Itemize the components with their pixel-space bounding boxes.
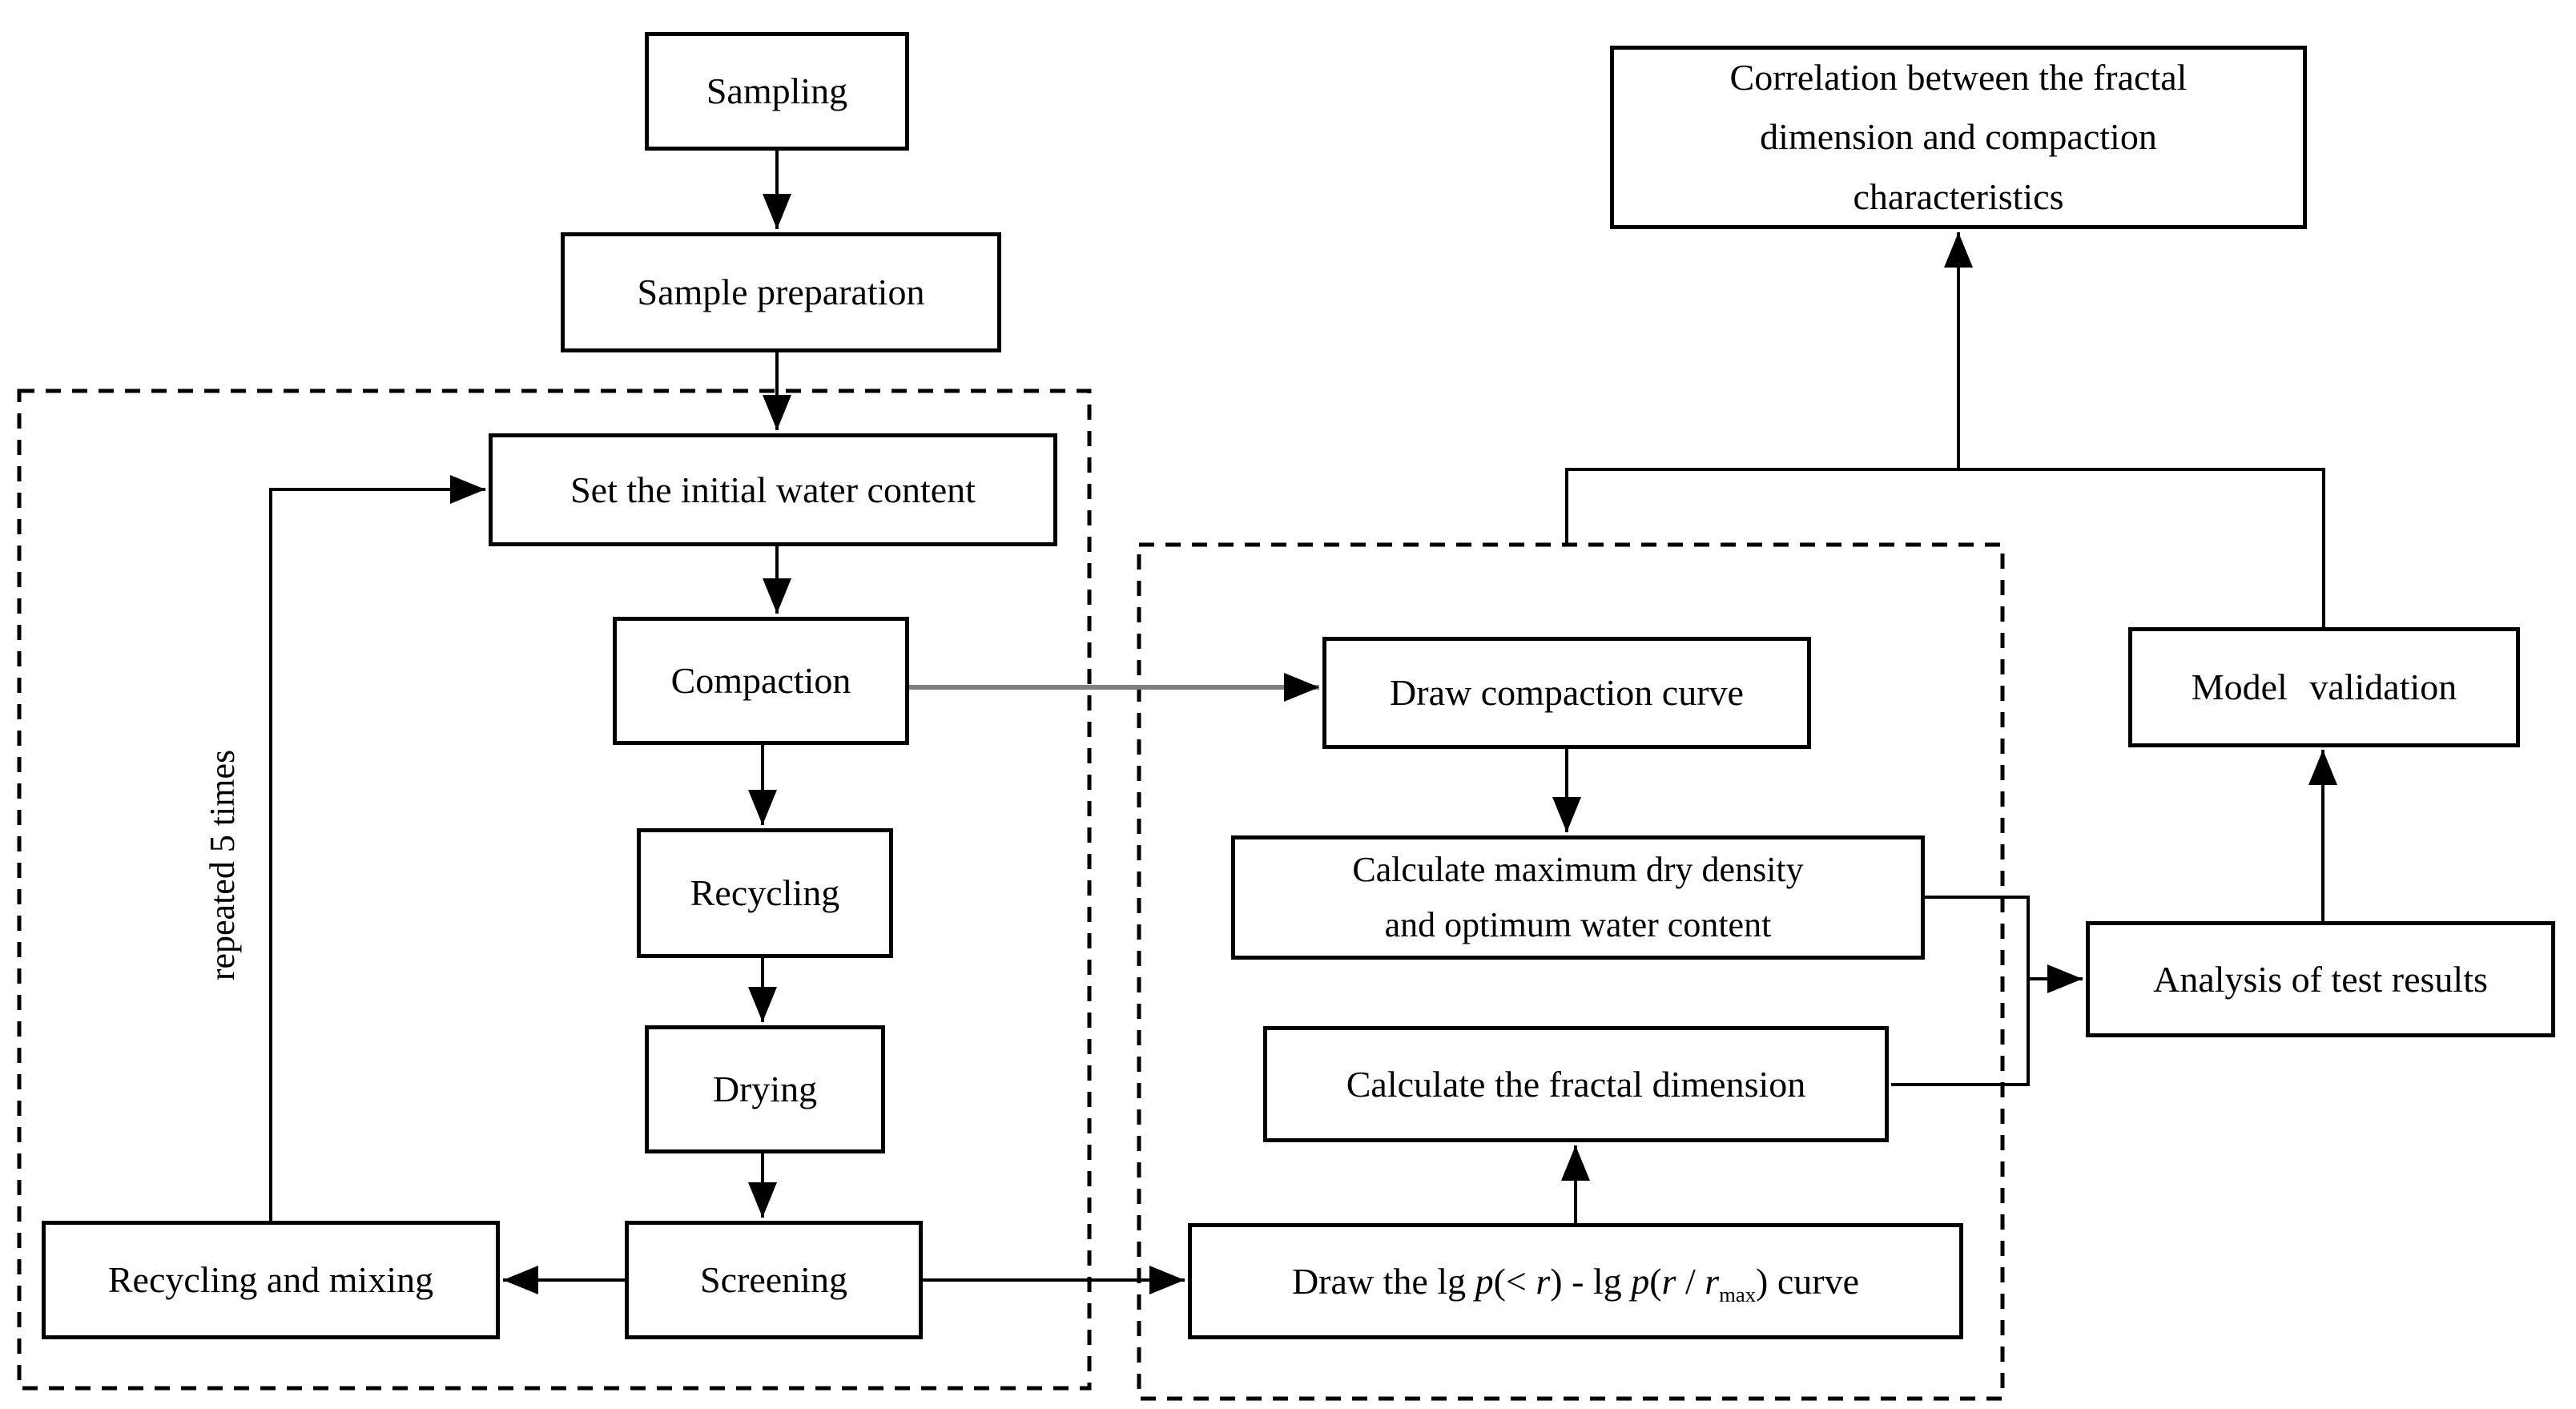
- node-model-validation-label: Model validation: [2191, 666, 2457, 708]
- formula-subscript-max: max: [1719, 1282, 1757, 1306]
- node-sample-preparation-label: Sample preparation: [637, 272, 925, 313]
- formula-text: (<: [1493, 1260, 1536, 1302]
- node-drying-label: Drying: [712, 1069, 818, 1110]
- node-drying: Drying: [645, 1025, 885, 1153]
- node-draw-lg-curve: Draw the lg p(< r) - lg p(r / rmax) curv…: [1188, 1223, 1963, 1339]
- formula-text: /: [1676, 1260, 1705, 1302]
- formula-var-r: r: [1536, 1260, 1551, 1302]
- node-screening-label: Screening: [700, 1259, 847, 1301]
- node-recycling-label: Recycling: [690, 872, 840, 914]
- bracket-group-and-model-validation: [1565, 468, 2325, 627]
- node-correlation-line2: dimension and compaction: [1760, 116, 2157, 158]
- arrow-loop-recycling-mixing-to-set-water: [269, 475, 485, 1221]
- node-sampling: Sampling: [645, 32, 909, 151]
- right-dashed-group-frame: [1137, 542, 2005, 1401]
- node-model-validation: Model validation: [2128, 627, 2520, 747]
- node-analysis-of-test-results: Analysis of test results: [2086, 921, 2555, 1037]
- formula-var-r: r: [1661, 1260, 1676, 1302]
- node-correlation-line3: characteristics: [1853, 175, 2064, 217]
- node-draw-lg-curve-formula: Draw the lg p(< r) - lg p(r / rmax) curv…: [1291, 1258, 1860, 1306]
- node-sampling-label: Sampling: [706, 70, 848, 112]
- node-recycling-and-mixing-label: Recycling and mixing: [107, 1259, 434, 1301]
- node-recycling: Recycling: [637, 828, 893, 958]
- node-correlation-line1: Correlation between the fractal: [1729, 56, 2188, 98]
- node-draw-compaction-curve: Draw compaction curve: [1322, 637, 1811, 749]
- bracket-calcs-to-analysis: [1891, 896, 2030, 1086]
- node-sample-preparation: Sample preparation: [561, 232, 1001, 352]
- node-analysis-of-test-results-label: Analysis of test results: [2153, 958, 2488, 1000]
- node-calculate-fractal-dimension-label: Calculate the fractal dimension: [1346, 1063, 1806, 1105]
- node-draw-compaction-curve-label: Draw compaction curve: [1390, 672, 1744, 714]
- left-dashed-group-frame: [17, 388, 1092, 1391]
- formula-text: Draw the lg: [1291, 1260, 1475, 1302]
- repeated-times-label: repeated 5 times: [202, 749, 242, 981]
- node-compaction: Compaction: [613, 617, 909, 745]
- node-set-initial-water-content-label: Set the initial water content: [570, 469, 976, 510]
- node-compaction-label: Compaction: [670, 660, 851, 702]
- node-recycling-and-mixing: Recycling and mixing: [42, 1221, 500, 1339]
- formula-var-p: p: [1631, 1260, 1650, 1302]
- node-calculate-max-dry-density-line1: Calculate maximum dry density: [1352, 850, 1804, 890]
- formula-text: ) curve: [1756, 1260, 1860, 1302]
- node-calculate-fractal-dimension: Calculate the fractal dimension: [1263, 1026, 1889, 1142]
- node-screening: Screening: [625, 1221, 923, 1339]
- node-calculate-max-dry-density-line2: and optimum water content: [1384, 904, 1772, 944]
- node-set-initial-water-content: Set the initial water content: [489, 433, 1057, 546]
- formula-var-r: r: [1705, 1260, 1720, 1302]
- formula-text: ) - lg: [1550, 1260, 1632, 1302]
- formula-text: (: [1649, 1260, 1662, 1302]
- node-correlation: Correlation between the fractal dimensio…: [1610, 46, 2307, 229]
- formula-var-p: p: [1475, 1260, 1494, 1302]
- node-calculate-max-dry-density: Calculate maximum dry density and optimu…: [1231, 835, 1925, 960]
